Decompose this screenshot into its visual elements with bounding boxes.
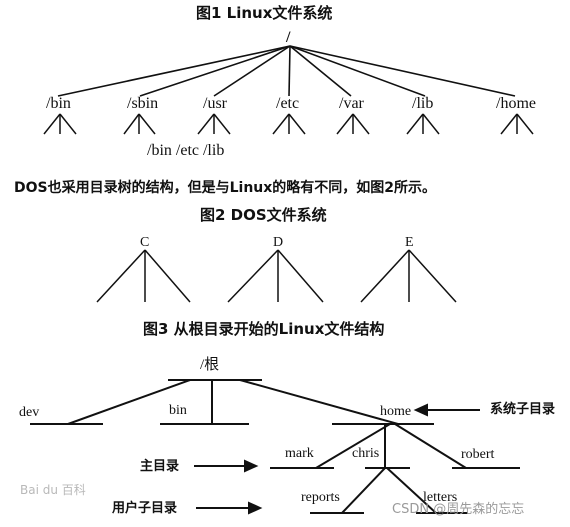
fig2-drive-d: D: [273, 235, 284, 250]
fig1-title: 图1 Linux文件系统: [196, 4, 333, 22]
fig3-node-reports: reports: [301, 490, 340, 505]
fig1-dir-bin: /bin: [46, 95, 71, 112]
fig2-edges: [96, 249, 457, 303]
fig3-annotation-arrows: [194, 403, 480, 515]
fig1-edges: [57, 45, 516, 97]
annotation-system-subdir: 系统子目录: [490, 402, 556, 417]
fig2-title: 图2 DOS文件系统: [200, 206, 327, 224]
fig3-edges: [30, 379, 520, 514]
fig2-drive-e: E: [405, 235, 414, 250]
fig1-dir-lib: /lib: [412, 95, 434, 112]
fig3-root-label: /根: [200, 357, 220, 373]
fig1-leaf-forks: [43, 113, 534, 135]
annotation-user-subdir: 用户子目录: [112, 501, 178, 516]
fig1-dir-home: /home: [496, 95, 536, 112]
fig3-node-dev: dev: [19, 405, 40, 420]
fig1-dir-var: /var: [339, 95, 364, 112]
annotation-home-dir: 主目录: [140, 459, 180, 474]
dos-description: DOS也采用目录树的结构，但是与Linux的略有不同，如图2所示。: [14, 180, 437, 196]
fig3-node-robert: robert: [461, 447, 495, 462]
fig2-drive-c: C: [140, 235, 150, 250]
fig1-dir-etc: /etc: [276, 95, 300, 112]
fig1-root-label: /: [286, 29, 291, 46]
fig1-dir-sbin: /sbin: [127, 95, 159, 112]
fig3-node-chris: chris: [352, 446, 380, 461]
fig3-node-home: home: [380, 404, 412, 419]
fig3-node-mark: mark: [285, 446, 314, 461]
watermark-baidu: Bai du 百科: [20, 483, 86, 497]
fig3-node-bin: bin: [169, 403, 187, 418]
fig3-node-letters: letters: [423, 490, 458, 505]
fig1-dir-usr: /usr: [203, 95, 227, 112]
watermark-csdn: CSDN @周先森的忘忘: [392, 502, 525, 517]
fig3-title: 图3 从根目录开始的Linux文件结构: [143, 320, 385, 338]
fig1-sub-note: /bin /etc /lib: [147, 142, 225, 159]
